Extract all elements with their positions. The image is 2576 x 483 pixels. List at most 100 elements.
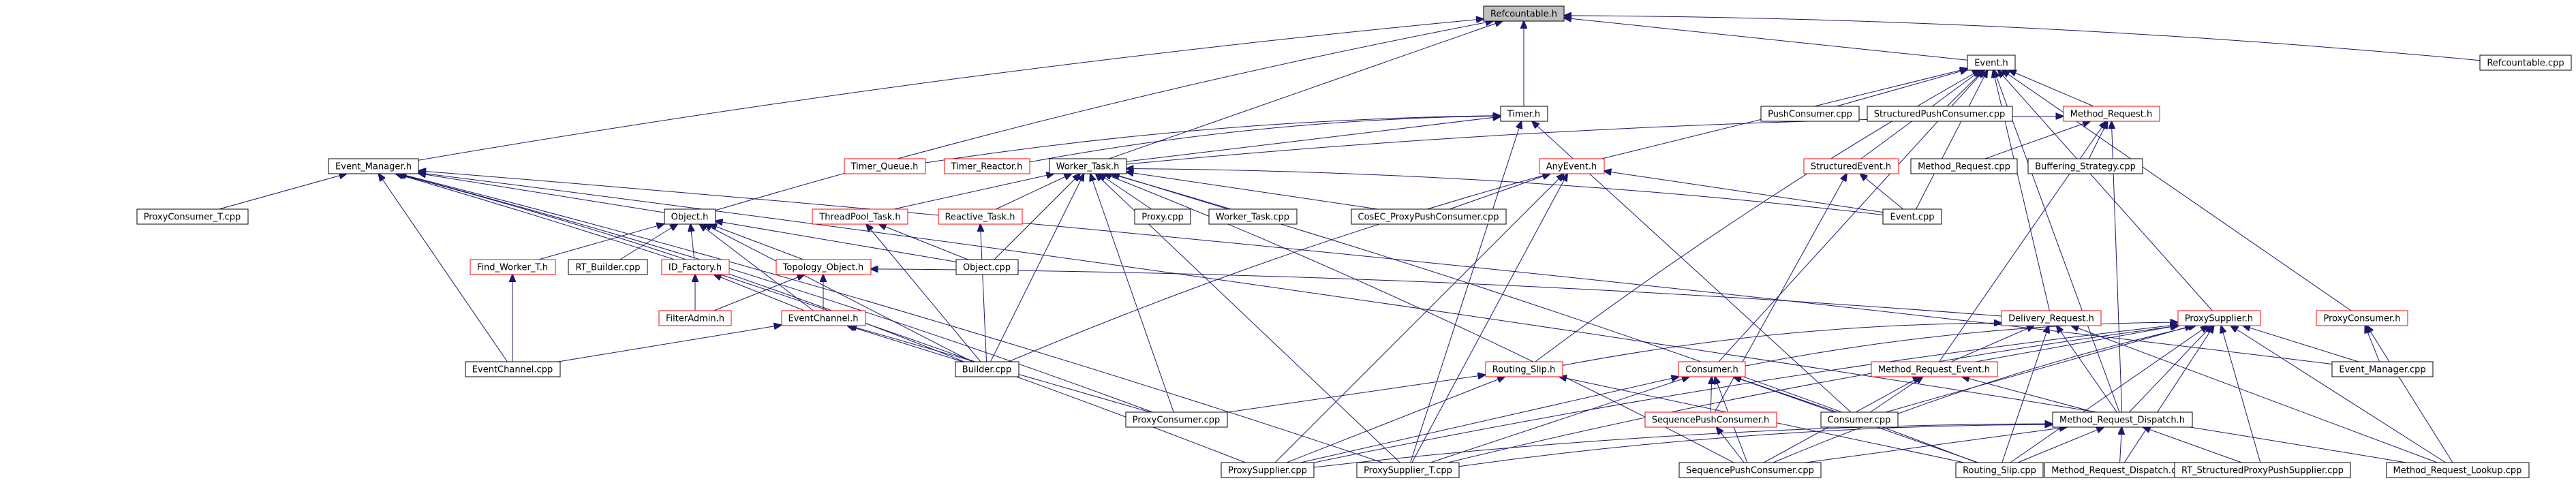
graph-node-method-request-cpp[interactable]: Method_Request.cpp [1910,158,2018,174]
graph-node-structuredpushconsumer-cpp[interactable]: StructuredPushConsumer.cpp [1867,106,2013,122]
graph-node-consumer-h[interactable]: Consumer.h [1678,361,1746,377]
graph-node-consumer-cpp[interactable]: Consumer.cpp [1820,411,1899,428]
node-box [136,208,249,225]
graph-node-structuredevent-h[interactable]: StructuredEvent.h [1803,158,1899,174]
edge-method-request-lookup-cpp-to-proxysupplier-h [2230,326,2446,463]
edge-reactive-task-h-to-worker-task-h [996,174,1072,210]
graph-node-proxysupplier-cpp[interactable]: ProxySupplier.cpp [1221,462,1315,478]
edge-object-h-to-event-manager-h [418,174,664,213]
node-box [812,208,908,225]
graph-node-worker-task-h[interactable]: Worker_Task.h [1049,158,1127,174]
node-box [1208,208,1298,225]
node-box [1882,208,1942,225]
node-box [1803,158,1899,174]
graph-node-refcountable-cpp[interactable]: Refcountable.cpp [2479,54,2572,71]
edge-event-manager-cpp-to-proxyconsumer-h [2365,326,2380,362]
graph-node-find-worker-t-h[interactable]: Find_Worker_T.h [470,259,556,275]
edge-proxysupplier-cpp-to-anyevent-h [1274,174,1564,463]
edge-event-cpp-to-event-h [1916,70,1988,210]
node-box [1910,158,2018,174]
node-label: ID_Factory.h [669,263,722,273]
graph-node-pushconsumer-cpp[interactable]: PushConsumer.cpp [1760,106,1860,122]
node-label: EventChannel.cpp [472,365,553,375]
graph-node-event-manager-h[interactable]: Event_Manager.h [328,158,419,174]
node-label: EventChannel.h [788,314,859,324]
edge-timer-queue-h-to-timer-h [925,116,1501,163]
edge-builder-cpp-to-eventchannel-h [847,326,963,362]
graph-node-proxyconsumer-cpp[interactable]: ProxyConsumer.cpp [1125,411,1228,428]
graph-node-method-request-dispatch-h[interactable]: Method_Request_Dispatch.h [2052,411,2193,428]
graph-node-filteradmin-h[interactable]: FilterAdmin.h [658,310,732,326]
graph-node-timer-h[interactable]: Timer.h [1500,106,1548,122]
graph-node-reactive-task-h[interactable]: Reactive_Task.h [938,208,1023,225]
graph-node-event-h[interactable]: Event.h [1967,54,2016,71]
node-label: RT_Builder.cpp [575,263,640,273]
node-label: ProxySupplier_T.cpp [1364,466,1452,476]
graph-node-event-cpp[interactable]: Event.cpp [1882,208,1942,225]
node-box [938,208,1023,225]
node-label: ThreadPool_Task.h [818,213,900,223]
graph-node-object-h[interactable]: Object.h [664,208,716,225]
node-box [1221,462,1315,478]
graph-node-timer-reactor-h[interactable]: Timer_Reactor.h [944,158,1030,174]
graph-node-worker-task-cpp[interactable]: Worker_Task.cpp [1208,208,1298,225]
graph-node-threadpool-task-h[interactable]: ThreadPool_Task.h [812,208,908,225]
edge-eventchannel-cpp-to-event-manager-h [379,174,508,362]
graph-node-builder-cpp[interactable]: Builder.cpp [955,361,1019,377]
graph-node-topology-object-h[interactable]: Topology_Object.h [776,259,872,275]
edge-method-request-cpp-to-method-request-h [1984,121,2090,159]
node-label: Timer.h [1507,110,1540,120]
graph-node-routing-slip-h[interactable]: Routing_Slip.h [1485,361,1563,377]
node-box [2386,462,2530,478]
edge-method-request-dispatch-h-to-method-request-event-h [1962,377,2095,413]
edge-method-request-dispatch-cpp-to-method-request-dispatch-h [2120,427,2122,463]
edge-method-request-event-h-to-proxysupplier-h [1976,326,2177,362]
edge-event-manager-cpp-to-proxysupplier-h [2243,326,2359,362]
graph-node-sequencepushconsumer-h[interactable]: SequencePushConsumer.h [1644,411,1777,428]
graph-node-eventchannel-h[interactable]: EventChannel.h [781,310,866,326]
graph-node-method-request-dispatch-cpp[interactable]: Method_Request_Dispatch.cpp [2044,462,2195,478]
node-label: Method_Request_Dispatch.h [2059,416,2185,426]
graph-node-delivery-request-h[interactable]: Delivery_Request.h [2001,310,2102,326]
graph-node-method-request-h[interactable]: Method_Request.h [2063,106,2160,122]
node-box [664,208,716,225]
edge-event-h-to-refcountable-h [1564,18,1968,61]
graph-node-rt-structuredproxypushsupplier-cpp[interactable]: RT_StructuredProxyPushSupplier.cpp [2174,462,2351,478]
edge-sequencepushconsumer-cpp-to-method-request-dispatch-h [1805,427,2067,463]
graph-node-method-request-event-h[interactable]: Method_Request_Event.h [1871,361,1998,377]
node-box [1760,106,1860,122]
graph-node-timer-queue-h[interactable]: Timer_Queue.h [844,158,926,174]
node-box [2174,462,2351,478]
edge-proxyconsumer-cpp-to-routing-slip-h [1227,375,1486,413]
node-label: Event.cpp [1890,213,1934,223]
node-label: RT_StructuredProxyPushSupplier.cpp [2181,466,2344,476]
graph-node-sequencepushconsumer-cpp[interactable]: SequencePushConsumer.cpp [1678,462,1822,478]
node-box [955,259,1019,275]
edge-event-cpp-to-worker-task-h [1126,169,1884,215]
node-box [955,361,1019,377]
graph-node-proxyconsumer-h[interactable]: ProxyConsumer.h [2316,310,2408,326]
graph-node-anyevent-h[interactable]: AnyEvent.h [1539,158,1605,174]
graph-node-rt-builder-cpp[interactable]: RT_Builder.cpp [568,259,648,275]
graph-node-proxyconsumer-t-cpp[interactable]: ProxyConsumer_T.cpp [136,208,249,225]
graph-node-id-factory-h[interactable]: ID_Factory.h [661,259,730,275]
edge-proxysupplier-t-cpp-to-timer-h [1410,121,1522,463]
graph-node-eventchannel-cpp[interactable]: EventChannel.cpp [465,361,561,377]
graph-node-proxy-cpp[interactable]: Proxy.cpp [1134,208,1191,225]
graph-node-routing-slip-cpp[interactable]: Routing_Slip.cpp [1955,462,2044,478]
edge-consumer-h-to-proxysupplier-h [1745,322,2178,367]
graph-node-proxysupplier-h[interactable]: ProxySupplier.h [2177,310,2261,326]
edge-consumer-cpp-to-proxysupplier-h [1885,326,2192,413]
graph-node-object-cpp[interactable]: Object.cpp [955,259,1019,275]
edge-object-cpp-to-object-h [716,221,956,262]
node-label: Timer_Queue.h [850,162,919,172]
node-label: Delivery_Request.h [2008,314,2094,324]
graph-node-buffering-strategy-cpp[interactable]: Buffering_Strategy.cpp [2027,158,2143,174]
edge-filteradmin-h-to-topology-object-h [714,275,805,311]
graph-node-method-request-lookup-cpp[interactable]: Method_Request_Lookup.cpp [2386,462,2530,478]
graph-node-proxysupplier-t-cpp[interactable]: ProxySupplier_T.cpp [1356,462,1460,478]
graph-node-event-manager-cpp[interactable]: Event_Manager.cpp [2331,361,2434,377]
graph-node-cosec-proxypushconsumer-cpp[interactable]: CosEC_ProxyPushConsumer.cpp [1351,208,1507,225]
edge-proxy-cpp-to-worker-task-h [1099,174,1152,210]
